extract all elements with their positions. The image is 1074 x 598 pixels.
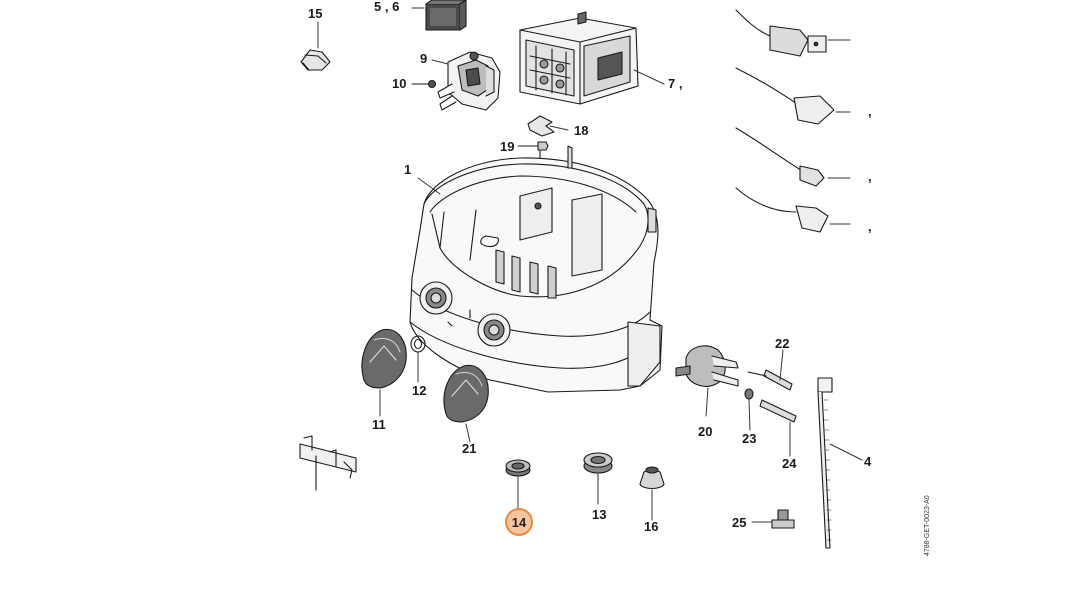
part-25-cap [772,510,794,528]
cord-2-comma: , [868,104,872,119]
label-part-21[interactable]: 21 [462,441,477,456]
part-22-connector [748,370,792,390]
part-11-knob [362,329,406,388]
label-part-25[interactable]: 25 [732,515,747,530]
part-18-clip [528,116,554,136]
part-19-screw [520,142,548,158]
power-cord-2 [736,68,834,124]
part-4-cable-tie [818,378,832,548]
part-16-bellow [640,467,664,489]
label-part-9[interactable]: 9 [420,51,428,66]
label-part-20[interactable]: 20 [698,424,713,439]
label-part-14-highlighted[interactable]: 14 [505,508,533,536]
part-9-switch-holder [438,52,500,110]
label-part-1[interactable]: 1 [404,162,412,177]
label-part-10[interactable]: 10 [392,76,407,91]
bracket-part [300,436,356,490]
label-part-4[interactable]: 4 [864,454,872,469]
power-cord-1 [736,10,826,56]
part-23-sleeve [745,389,753,399]
power-cord-3 [736,128,824,186]
part-21-knob [444,365,488,422]
label-part-22[interactable]: 22 [775,336,790,351]
cord-4-comma: , [868,219,872,234]
power-cord-4 [736,188,828,232]
label-part-7[interactable]: 7 , [668,76,683,91]
label-part-24[interactable]: 24 [782,456,797,471]
part-7-relay [520,12,638,104]
part-24-connector [760,400,796,422]
label-part-18[interactable]: 18 [574,123,589,138]
part-5-6-switch [426,0,466,30]
cord-3-comma: , [868,169,872,184]
label-part-15[interactable]: 15 [308,6,323,21]
part-14-grommet [506,460,530,476]
part-20-control [676,346,738,387]
part-13-grommet [584,453,612,473]
part-10-screw [412,81,436,88]
label-part-11[interactable]: 11 [372,417,386,432]
leader-lines [318,8,862,522]
label-part-12[interactable]: 12 [412,383,427,398]
label-part-19[interactable]: 19 [500,139,515,154]
label-part-16[interactable]: 16 [644,519,659,534]
label-part-5-6[interactable]: 5 , 6 [374,0,400,14]
drawing-code: 4788-GET-0023-A0 [924,495,931,556]
part-1-housing [410,146,662,392]
label-part-23[interactable]: 23 [742,431,757,446]
part-12-ring [411,336,425,352]
part-15-foot [301,50,330,70]
label-part-13[interactable]: 13 [592,507,607,522]
